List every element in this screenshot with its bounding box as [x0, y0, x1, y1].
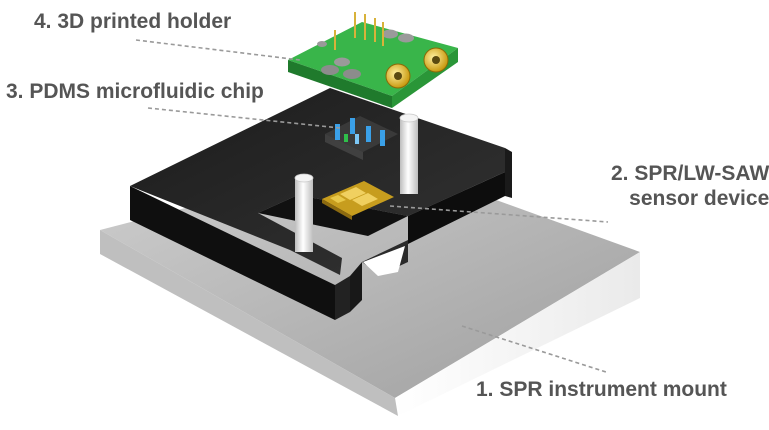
label-sensor-device: 2. SPR/LW-SAW sensor device	[611, 161, 769, 211]
label-instrument-mount: 1. SPR instrument mount	[476, 378, 727, 401]
leader-sensor	[389, 205, 609, 223]
pcb-holder-icon	[288, 12, 458, 108]
sensor-chip-icon	[322, 181, 394, 220]
label-3d-printed-holder: 4. 3D printed holder	[34, 10, 232, 33]
pillar-left-icon	[294, 173, 314, 252]
label-sensor-line2: sensor device	[629, 187, 769, 210]
label-sensor-line1: 2. SPR/LW-SAW	[611, 162, 769, 185]
pillar-right-icon	[399, 113, 419, 194]
pdms-chip-icon	[325, 116, 398, 160]
connector-left-icon	[385, 63, 411, 89]
connector-right-icon	[423, 47, 449, 73]
label-pdms-chip: 3. PDMS microfluidic chip	[6, 80, 264, 103]
leader-holder	[135, 39, 301, 61]
